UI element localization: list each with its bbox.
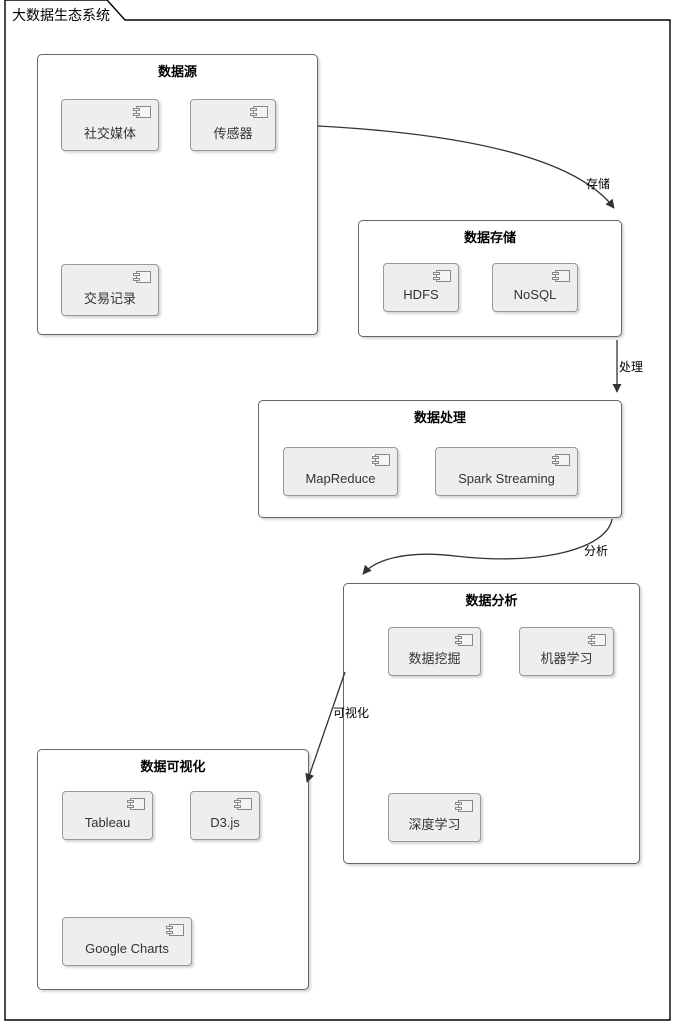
component-label-transaction: 交易记录 [83,291,136,306]
component-label-sensor: 传感器 [213,126,253,141]
uml-component-icon [372,454,390,466]
group-title-data-source: 数据源 [157,64,197,79]
group-title-data-visualization: 数据可视化 [140,759,206,774]
edge-processing-to-analysis [362,518,613,575]
component-machine-learning[interactable]: 机器学习 [519,627,614,676]
uml-component-icon [234,798,252,810]
group-title-data-analysis: 数据分析 [465,593,518,608]
component-label-mapreduce: MapReduce [305,471,376,486]
uml-component-icon [588,634,606,646]
uml-component-icon [250,106,268,118]
component-label-data-mining: 数据挖掘 [408,651,461,666]
edge-label-source-to-storage: 存储 [586,177,611,191]
component-label-d3js: D3.js [210,815,240,830]
uml-component-icon [133,106,151,118]
component-spark-streaming[interactable]: Spark Streaming [435,447,578,496]
edge-label-analysis-to-visualization: 可视化 [333,706,370,720]
uml-component-icon [166,924,184,936]
uml-component-icon [455,634,473,646]
uml-component-icon [552,454,570,466]
uml-component-icon [127,798,145,810]
package-title: 大数据生态系统 [12,7,110,23]
uml-component-icon [433,270,451,282]
component-label-google-charts: Google Charts [85,941,169,956]
component-label-social-media: 社交媒体 [83,126,136,141]
edge-analysis-to-visualization [305,671,346,783]
component-tableau[interactable]: Tableau [62,791,153,840]
group-title-data-storage: 数据存储 [463,230,516,245]
component-d3js[interactable]: D3.js [190,791,260,840]
uml-component-icon [133,271,151,283]
component-sensor[interactable]: 传感器 [190,99,276,151]
component-mapreduce[interactable]: MapReduce [283,447,398,496]
component-data-mining[interactable]: 数据挖掘 [388,627,481,676]
uml-component-icon [552,270,570,282]
component-hdfs[interactable]: HDFS [383,263,459,312]
component-google-charts[interactable]: Google Charts [62,917,192,966]
component-nosql[interactable]: NoSQL [492,263,578,312]
component-deep-learning[interactable]: 深度学习 [388,793,481,842]
edge-source-to-storage [317,125,615,209]
component-label-tableau: Tableau [84,815,131,830]
edge-label-processing-to-analysis: 分析 [584,544,609,558]
component-transaction[interactable]: 交易记录 [61,264,159,316]
component-label-spark-streaming: Spark Streaming [458,471,555,486]
component-social-media[interactable]: 社交媒体 [61,99,159,151]
uml-component-icon [455,800,473,812]
edge-label-storage-to-processing: 处理 [619,360,644,374]
component-label-machine-learning: 机器学习 [540,651,593,666]
group-title-data-processing: 数据处理 [413,410,466,425]
component-label-deep-learning: 深度学习 [408,817,461,832]
component-label-nosql: NoSQL [513,287,557,302]
component-label-hdfs: HDFS [403,287,439,302]
